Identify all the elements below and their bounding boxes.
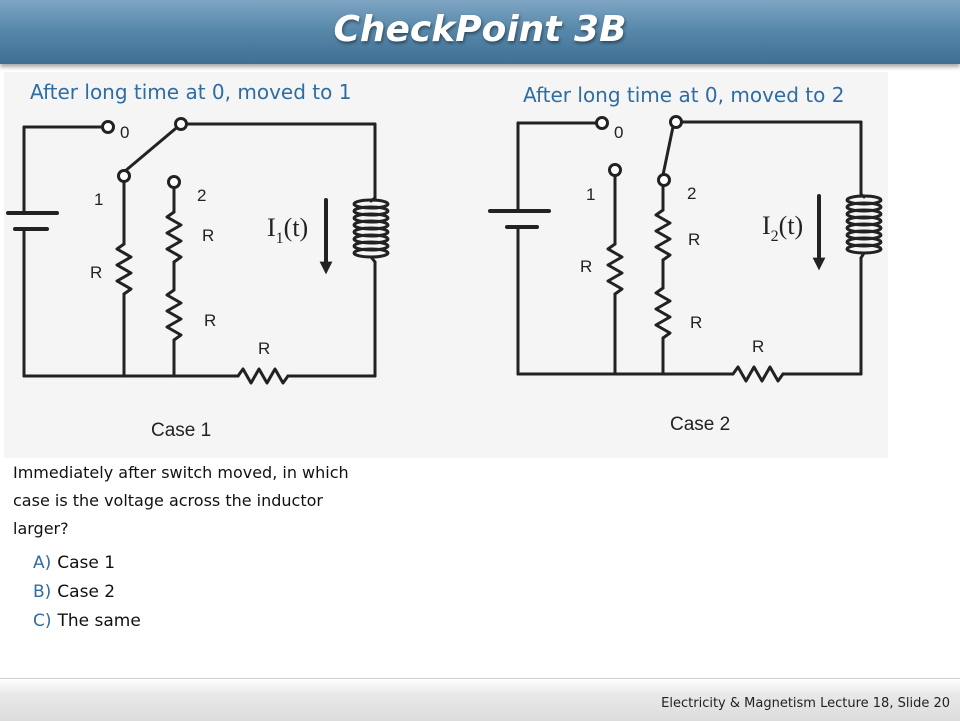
current-label-case1: I1(t)	[267, 213, 308, 247]
circuit-case-2	[488, 120, 883, 383]
answer-letter-c: C)	[33, 611, 52, 631]
answer-option-a[interactable]: A)Case 1	[33, 549, 141, 578]
resistor-branch1-case2	[606, 242, 624, 296]
title-bar: CheckPoint 3B	[0, 0, 960, 64]
footer-text: Electricity & Magnetism Lecture 18, Slid…	[661, 696, 950, 711]
switch-pivot-case1	[174, 117, 188, 131]
question-text: Immediately after switch moved, in which…	[13, 463, 349, 538]
case-label-1: Case 1	[151, 420, 211, 441]
terminal-0-case2	[595, 116, 609, 130]
footer-bar: Electricity & Magnetism Lecture 18, Slid…	[0, 678, 960, 721]
resistor-branch1-case1	[115, 242, 133, 296]
answer-option-c[interactable]: C)The same	[33, 607, 141, 636]
terminal-label-1-case1: 1	[94, 190, 103, 209]
terminal-label-0-case1: 0	[120, 123, 129, 142]
switch-terminals-case2	[595, 115, 683, 187]
resistor-label-case2-c: R	[690, 313, 702, 332]
resistor-label-case1-c: R	[204, 311, 216, 330]
switch-blade-case2	[661, 120, 676, 177]
answer-text-b: Case 2	[57, 582, 116, 602]
terminal-label-2-case1: 2	[197, 186, 206, 205]
terminal-label-1-case2: 1	[586, 185, 595, 204]
answer-text-a: Case 1	[57, 553, 116, 573]
terminal-label-2-case2: 2	[687, 184, 696, 203]
resistor-label-case2-b: R	[688, 230, 700, 249]
answer-option-b[interactable]: B)Case 2	[33, 578, 141, 607]
inductor-coil-case1	[352, 196, 390, 264]
resistor-branch2b-case2	[654, 286, 672, 340]
terminal-1-case1	[117, 169, 131, 183]
case-label-2: Case 2	[670, 414, 730, 435]
inductor-coil-case2	[845, 192, 883, 260]
case1-caption: After long time at 0, moved to 1	[30, 80, 352, 104]
resistor-branch2a-case2	[654, 208, 672, 262]
resistor-label-case1-d: R	[258, 339, 270, 358]
resistor-label-case2-a: R	[580, 257, 592, 276]
circuit-case-1	[6, 122, 390, 385]
answer-letter-b: B)	[33, 582, 52, 602]
diagram-panel	[4, 72, 888, 458]
resistor-label-case2-d: R	[752, 337, 764, 356]
terminal-label-0-case2: 0	[614, 123, 623, 142]
switch-pivot-case2	[669, 115, 683, 129]
resistor-branch2b-case1	[165, 288, 183, 342]
current-label-case2: I2(t)	[762, 211, 803, 245]
resistor-label-case1-b: R	[202, 226, 214, 245]
switch-terminals-case1	[101, 117, 188, 189]
resistor-branch2a-case1	[165, 210, 183, 264]
terminal-2-case1	[167, 175, 181, 189]
terminal-2-case2	[657, 173, 671, 187]
case2-caption: After long time at 0, moved to 2	[523, 83, 845, 107]
answer-letter-a: A)	[33, 553, 52, 573]
resistor-bottom-case1	[236, 367, 290, 385]
answer-options: A)Case 1 B)Case 2 C)The same	[33, 549, 141, 636]
resistor-bottom-case2	[731, 365, 785, 383]
switch-blade-case1	[122, 122, 183, 174]
terminal-0-case1	[101, 120, 115, 134]
resistor-label-case1-a: R	[90, 263, 102, 282]
terminal-1-case2	[608, 163, 622, 177]
slide-title: CheckPoint 3B	[333, 9, 627, 50]
answer-text-c: The same	[57, 611, 141, 631]
battery-symbol-case2	[488, 121, 551, 376]
battery-symbol-case1	[6, 125, 59, 378]
